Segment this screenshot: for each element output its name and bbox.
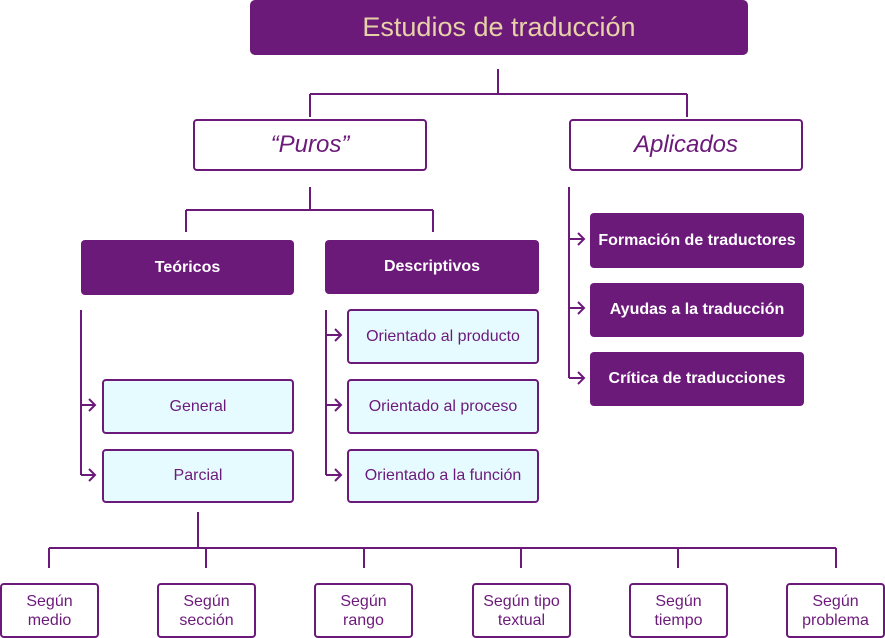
critica-label: Crítica de traducciones — [608, 370, 786, 387]
formacion-box: Formación de traductores — [590, 213, 804, 268]
segun-tipo-textual-label: Según tipo textual — [483, 592, 560, 629]
formacion-label: Formación de traductores — [598, 231, 796, 249]
general-label: General — [169, 397, 227, 415]
parcial-box: Parcial — [102, 449, 294, 503]
descriptivos-box: Descriptivos — [325, 240, 539, 294]
critica-box: Crítica de traducciones — [590, 352, 804, 406]
puros-box: “Puros” — [193, 119, 427, 171]
general-box: General — [102, 379, 294, 434]
ayudas-label: Ayudas a la traducción — [609, 301, 785, 318]
main-title-box: Estudios de traducción — [250, 0, 748, 55]
segun-tipo-textual-box: Según tipo textual — [472, 583, 571, 638]
segun-problema-box: Según problema — [786, 583, 885, 638]
puros-label: “Puros” — [270, 131, 350, 158]
segun-medio-box: Según medio — [0, 583, 99, 638]
orientado-producto-box: Orientado al producto — [347, 309, 539, 364]
segun-rango-label: Según rango — [340, 592, 387, 629]
orientado-proceso-box: Orientado al proceso — [347, 379, 539, 434]
teoricos-label: Teóricos — [154, 258, 221, 276]
parcial-label: Parcial — [173, 467, 223, 484]
segun-medio-label: Según medio — [26, 592, 73, 629]
orientado-funcion-label: Orientado a la función — [364, 467, 522, 484]
segun-tiempo-label: Según tiempo — [654, 592, 703, 629]
orientado-funcion-box: Orientado a la función — [347, 449, 539, 503]
main-title: Estudios de traducción — [362, 12, 636, 42]
segun-seccion-label: Según sección — [179, 592, 234, 629]
segun-rango-box: Según rango — [314, 583, 413, 638]
orientado-producto-label: Orientado al producto — [366, 327, 520, 345]
aplicados-box: Aplicados — [569, 119, 803, 171]
aplicados-label: Aplicados — [633, 131, 739, 158]
segun-problema-label: Según problema — [802, 592, 869, 629]
segun-seccion-box: Según sección — [157, 583, 256, 638]
ayudas-box: Ayudas a la traducción — [590, 283, 804, 337]
orientado-proceso-label: Orientado al proceso — [368, 397, 518, 415]
descriptivos-label: Descriptivos — [383, 258, 481, 275]
segun-tiempo-box: Según tiempo — [629, 583, 728, 638]
teoricos-box: Teóricos — [81, 240, 294, 295]
